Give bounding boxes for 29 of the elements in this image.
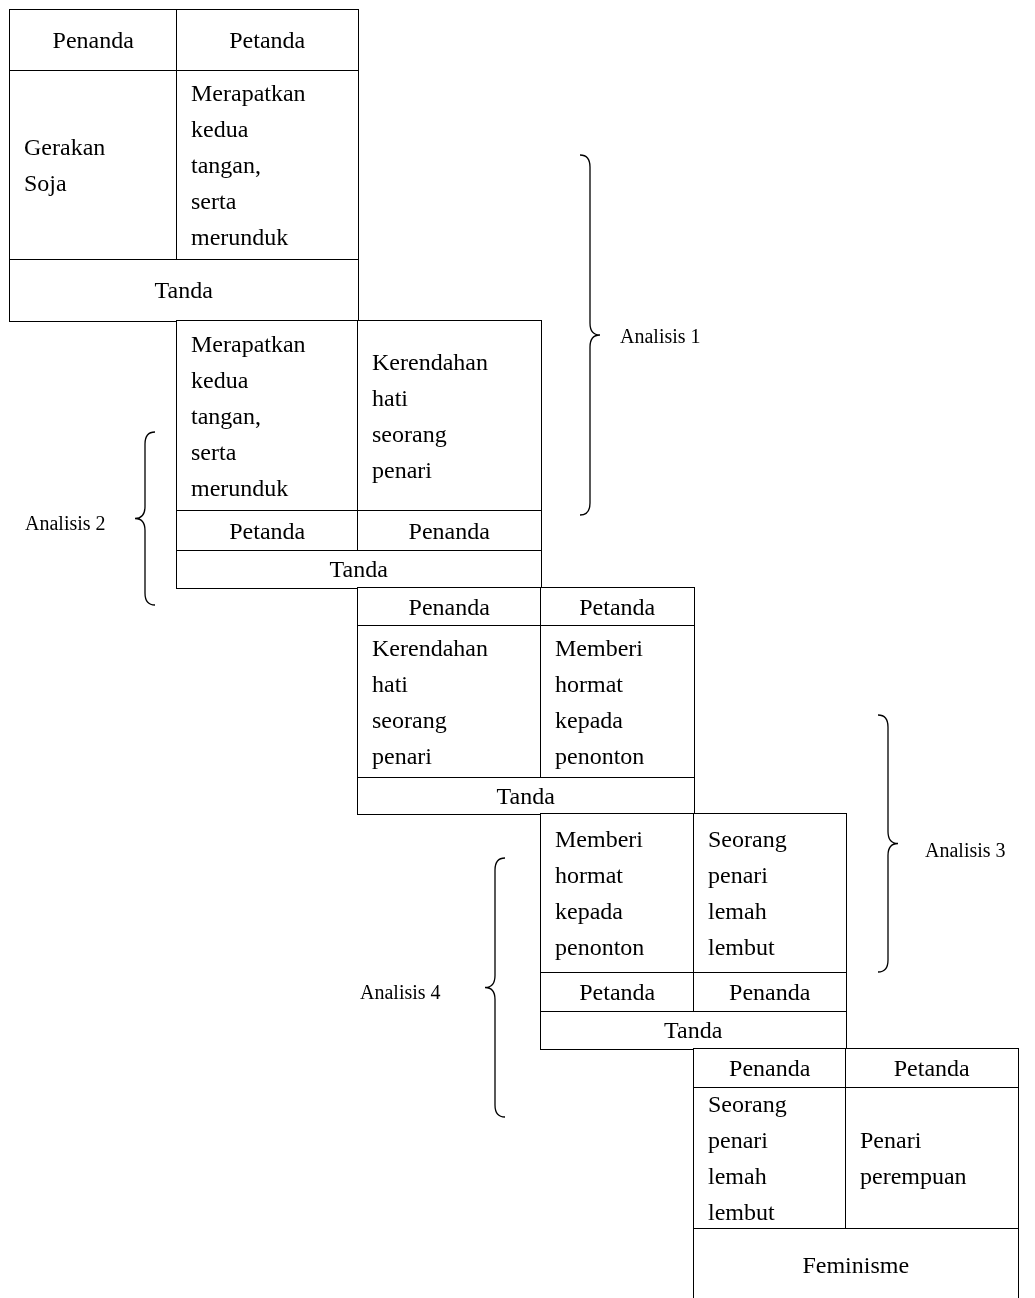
table-cell: Feminisme bbox=[693, 1228, 1019, 1298]
table-cell: Memberi hormat kepada penonton bbox=[540, 625, 695, 779]
table-cell: Tanda bbox=[357, 777, 695, 815]
brace-label: Analisis 1 bbox=[620, 324, 701, 348]
table-cell: Penari perempuan bbox=[845, 1087, 1019, 1230]
table-cell: Merapatkan kedua tangan, serta merunduk bbox=[176, 320, 359, 512]
table-cell: Petanda bbox=[540, 587, 695, 627]
table-cell: Penanda bbox=[693, 1048, 847, 1089]
table-cell: Petanda bbox=[845, 1048, 1019, 1089]
table-cell: Memberi hormat kepada penonton bbox=[540, 813, 695, 974]
table-cell: Tanda bbox=[176, 550, 542, 589]
table-cell: Kerendahan hati seorang penari bbox=[357, 625, 542, 779]
table-cell: Penanda bbox=[357, 510, 542, 552]
table-cell: Petanda bbox=[540, 972, 695, 1013]
brace-label: Analisis 3 bbox=[925, 838, 1006, 862]
table-cell: Tanda bbox=[540, 1011, 847, 1050]
table-cell: Seorang penari lemah lembut bbox=[693, 1087, 847, 1230]
table-cell: Penanda bbox=[9, 9, 178, 72]
table-cell: Seorang penari lemah lembut bbox=[693, 813, 847, 974]
table-cell: Penanda bbox=[357, 587, 542, 627]
table-cell: Petanda bbox=[176, 510, 359, 552]
table-cell: Tanda bbox=[9, 259, 359, 322]
table-cell: Kerendahan hati seorang penari bbox=[357, 320, 542, 512]
table-cell: Gerakan Soja bbox=[9, 70, 178, 261]
table-cell: Petanda bbox=[176, 9, 359, 72]
brace-label: Analisis 2 bbox=[25, 511, 106, 535]
brace-label: Analisis 4 bbox=[360, 980, 441, 1004]
table-cell: Merapatkan kedua tangan, serta merunduk bbox=[176, 70, 359, 261]
table-cell: Penanda bbox=[693, 972, 847, 1013]
